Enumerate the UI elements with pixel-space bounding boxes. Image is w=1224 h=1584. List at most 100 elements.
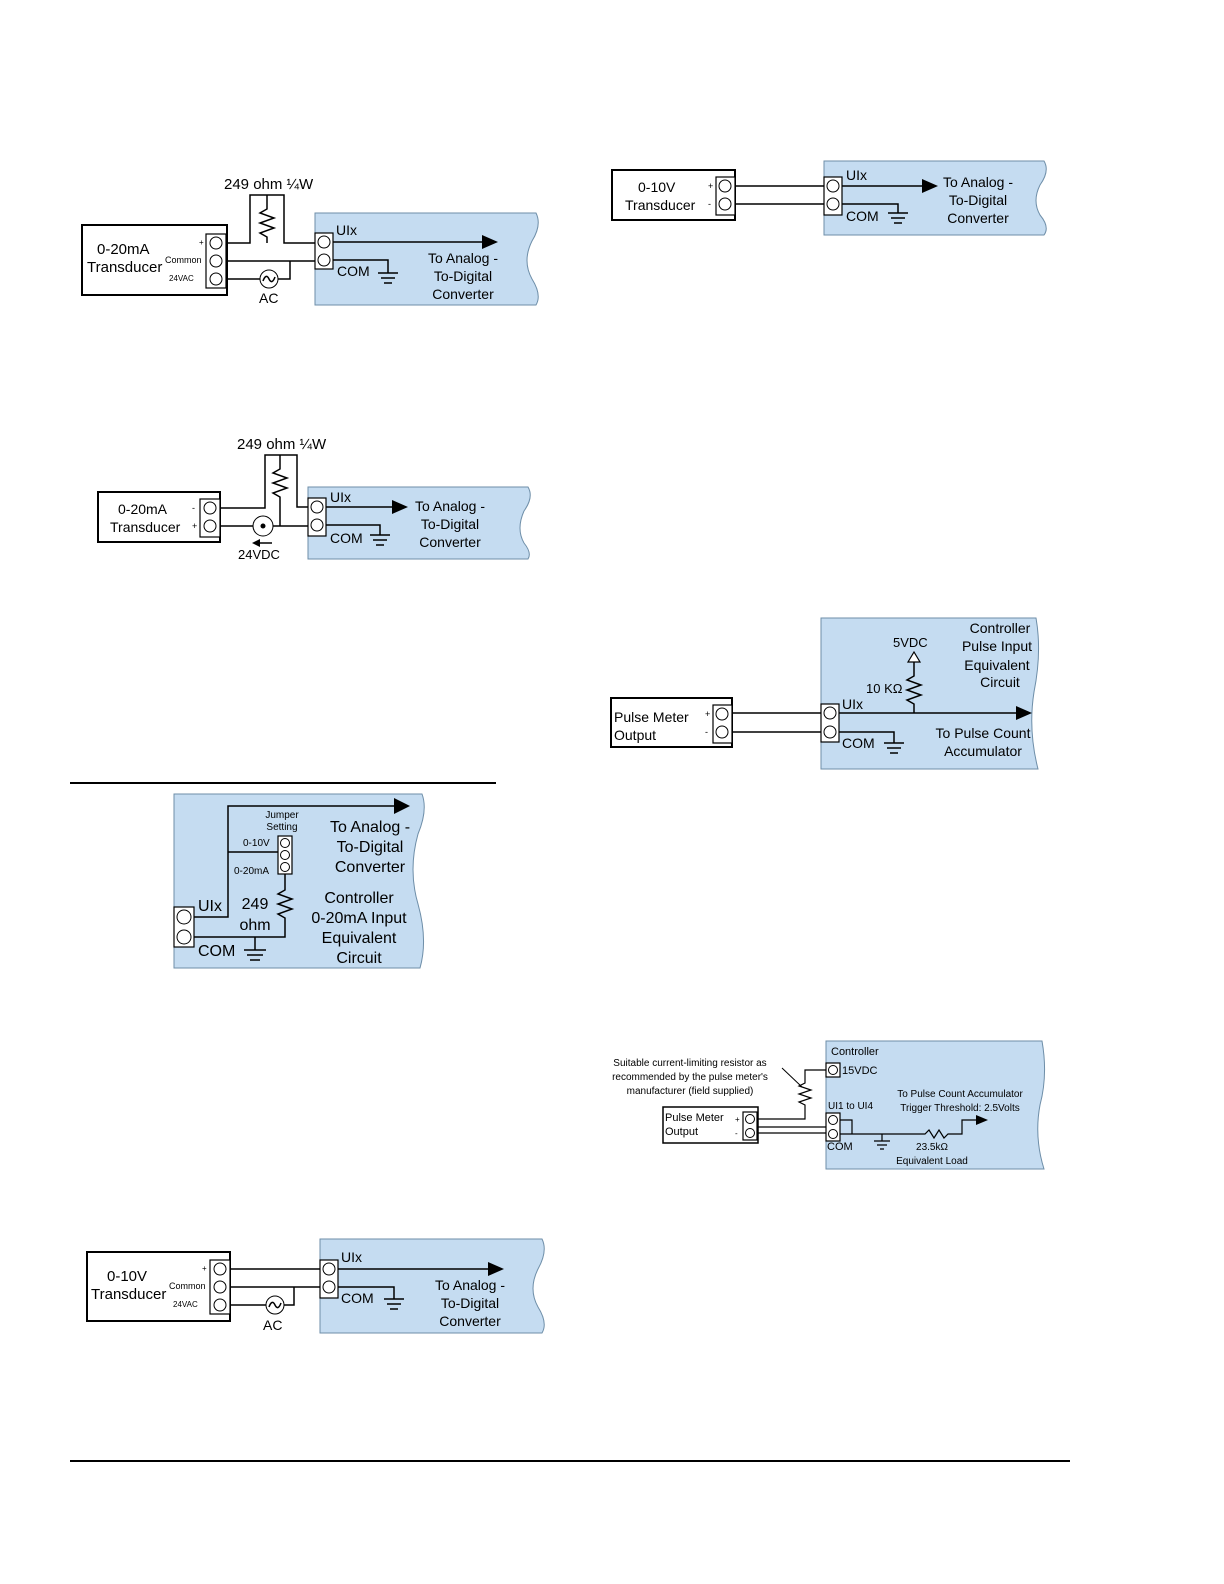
pullup-resistor — [904, 662, 924, 713]
circuit-label: Equivalent — [322, 930, 397, 947]
device-label: Pulse Meter — [665, 1112, 724, 1124]
converter-label: To-Digital — [337, 839, 404, 856]
terminal-label: - — [705, 727, 708, 737]
wire-24vac — [226, 261, 291, 280]
screw-terminal-minus — [718, 197, 732, 211]
uix-label: UIx — [330, 489, 351, 505]
supply-label: 15VDC — [842, 1065, 878, 1077]
jumper-pin — [280, 862, 290, 872]
converter-label: To Analog - — [330, 819, 410, 836]
resistor-249-ohm — [270, 455, 290, 526]
arrow-head-icon — [482, 235, 498, 249]
ground-icon — [842, 203, 908, 224]
screw-terminal-15vdc — [828, 1065, 838, 1075]
screw-terminal-uix — [823, 706, 837, 720]
terminal-label: + — [192, 521, 197, 531]
wire-signal — [220, 454, 308, 509]
converter-label: Converter — [432, 286, 494, 302]
terminal-label: 24VAC — [173, 1300, 198, 1309]
terminal-label: - — [192, 503, 195, 513]
com-label: COM — [846, 208, 879, 224]
screw-terminal-plus — [745, 1114, 755, 1124]
device-label: Transducer — [87, 259, 162, 276]
converter-label: To Analog - — [415, 498, 485, 514]
screw-terminal-minus — [745, 1128, 755, 1138]
terminal-label: + — [735, 1115, 740, 1124]
pulse-meter-box — [662, 1106, 759, 1144]
resistor-label: ohm — [239, 917, 270, 934]
resistor-label: 249 — [242, 896, 269, 913]
wiring-diagram-0-10v: 0-10V Transducer + - UIx COM To Analog -… — [611, 160, 1047, 236]
transducer-box — [611, 169, 736, 221]
converter-label: To-Digital — [434, 268, 492, 284]
destination-label: To Pulse Count — [936, 725, 1031, 741]
wire-24vac — [230, 1287, 295, 1306]
terminal-label: - — [735, 1129, 738, 1138]
note-leader-line — [781, 1067, 803, 1088]
converter-label: Converter — [439, 1313, 501, 1329]
load-label: 23.5kΩ — [916, 1142, 948, 1153]
page-footer-rule — [70, 1460, 1070, 1462]
screw-terminal-24vac — [213, 1298, 227, 1312]
converter-label: Converter — [335, 859, 406, 876]
converter-label: To-Digital — [441, 1295, 499, 1311]
com-label: COM — [341, 1290, 374, 1306]
load-label: Equivalent Load — [896, 1156, 968, 1167]
device-label: Transducer — [625, 197, 696, 213]
device-label: 0-20mA — [97, 241, 150, 258]
resistor-249-ohm — [257, 195, 277, 243]
source-label: AC — [259, 290, 278, 306]
circuit-label: Circuit — [980, 674, 1020, 690]
resistor-label: 249 ohm ¼W — [237, 436, 327, 453]
source-label: 24VDC — [238, 547, 280, 562]
resistor-249-ohm — [194, 874, 295, 938]
jumper-option-label: 0-20mA — [234, 866, 269, 877]
ground-icon — [874, 1134, 890, 1150]
device-label: Output — [665, 1126, 698, 1138]
destination-label: To Pulse Count Accumulator — [897, 1089, 1023, 1100]
com-label: COM — [330, 530, 363, 546]
controller-label: Controller — [831, 1046, 879, 1058]
circuit-label: Controller — [324, 890, 394, 907]
terminal-label: - — [708, 199, 711, 209]
screw-terminal-com — [823, 725, 837, 739]
com-label: COM — [337, 263, 370, 279]
converter-label: To Analog - — [943, 174, 1013, 190]
screw-terminal-uix — [317, 235, 331, 249]
com-label: COM — [827, 1141, 853, 1153]
supply-arrow-icon — [906, 650, 922, 663]
screw-terminal-plus — [715, 707, 729, 721]
terminal-label: + — [199, 238, 204, 247]
arrow-head-icon — [976, 1115, 988, 1125]
terminal-label: 24VAC — [169, 274, 194, 283]
ground-icon — [333, 259, 398, 284]
transducer-box — [86, 1251, 231, 1322]
arrow-head-icon — [922, 179, 938, 193]
note-label: Suitable current-limiting resistor as — [613, 1058, 766, 1069]
converter-label: To-Digital — [421, 516, 479, 532]
screw-terminal-plus — [213, 1262, 227, 1276]
screw-terminal-com — [310, 518, 324, 532]
jumper-pin — [280, 850, 290, 860]
screw-terminal-plus — [718, 179, 732, 193]
section-divider — [70, 782, 496, 784]
screw-terminal-ui — [828, 1115, 838, 1125]
terminal-label: Common — [165, 255, 202, 265]
converter-label: To Analog - — [435, 1277, 505, 1293]
device-label: 0-10V — [107, 1268, 147, 1285]
resistor-label: 10 KΩ — [866, 681, 903, 696]
pulse-meter-box — [610, 697, 733, 748]
wiring-diagram-0-20ma-ac: 249 ohm ¼W 0-20mA Transducer + Common 24… — [81, 176, 539, 306]
jumper-option-label: 0-10V — [243, 838, 270, 849]
uix-label: UIx — [336, 222, 357, 238]
screw-terminal-com — [176, 929, 192, 945]
jumper-label: Jumper — [265, 810, 299, 821]
pulse-meter-current-limiting-diagram: Suitable current-limiting resistor as re… — [612, 1040, 1046, 1170]
resistor-label: 249 ohm ¼W — [224, 176, 314, 193]
converter-label: To Analog - — [428, 250, 498, 266]
com-label: COM — [198, 943, 235, 960]
controller-0-20ma-equivalent-circuit: Jumper Setting 0-10V 0-20mA 249 ohm UIx … — [173, 793, 425, 969]
screw-terminal-common — [213, 1280, 227, 1294]
note-label: manufacturer (field supplied) — [627, 1086, 754, 1097]
ground-icon — [839, 731, 904, 754]
